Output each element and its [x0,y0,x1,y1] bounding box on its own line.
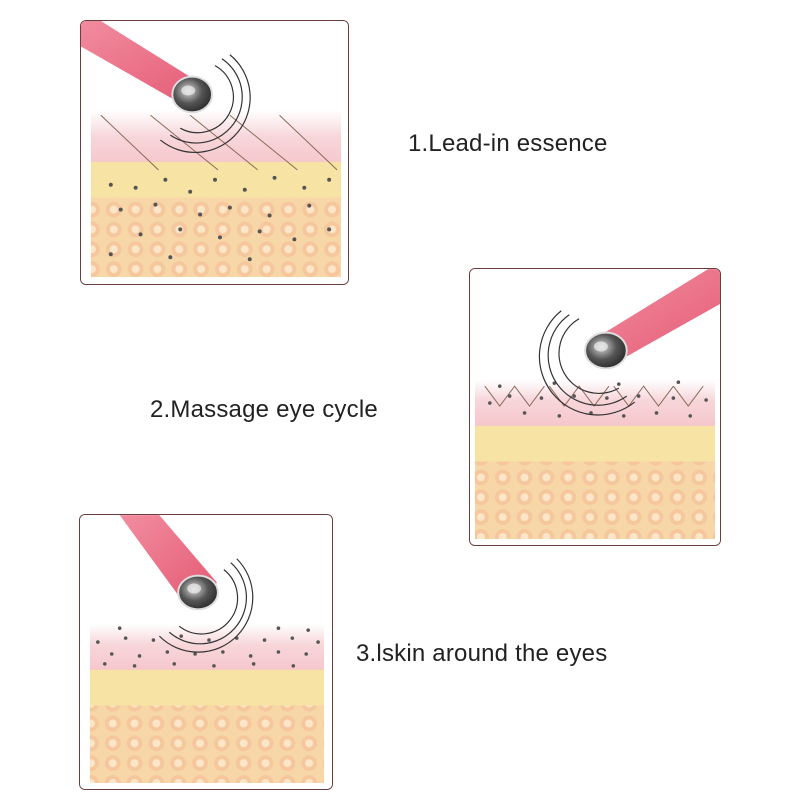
step-1-illustration [80,20,349,285]
step-2-illustration [469,268,721,546]
massage-wand-icon [584,269,720,370]
essence-particle-icon [488,380,708,418]
skin-cross-section-1 [81,21,348,284]
zigzag-arrows [484,385,704,407]
step-1-label: 1.Lead-in essence [408,130,608,157]
subcutaneous-layer [89,705,325,783]
epidermis-layer [90,110,342,170]
skin-cross-section-3 [80,515,332,789]
penetration-arrows [100,114,338,171]
step-3-label: 3.lskin around the eyes [356,640,608,667]
subcutaneous-layer [474,461,716,539]
massage-wand-icon [81,21,214,114]
essence-particle-icon [108,175,332,262]
subcutaneous-layer [90,197,342,278]
motion-arc-icon [538,310,636,416]
dermis-layer [89,669,325,710]
epidermis-layer [89,624,325,676]
step-2-label: 2.Massage eye cycle [150,396,378,423]
massage-wand-icon [119,515,219,611]
skin-cross-section-2 [470,269,720,545]
dermis-layer [474,425,716,466]
step-3-illustration [79,514,333,790]
motion-arc-icon [160,54,251,154]
motion-arc-icon [158,558,254,653]
essence-particle-icon [96,626,320,668]
